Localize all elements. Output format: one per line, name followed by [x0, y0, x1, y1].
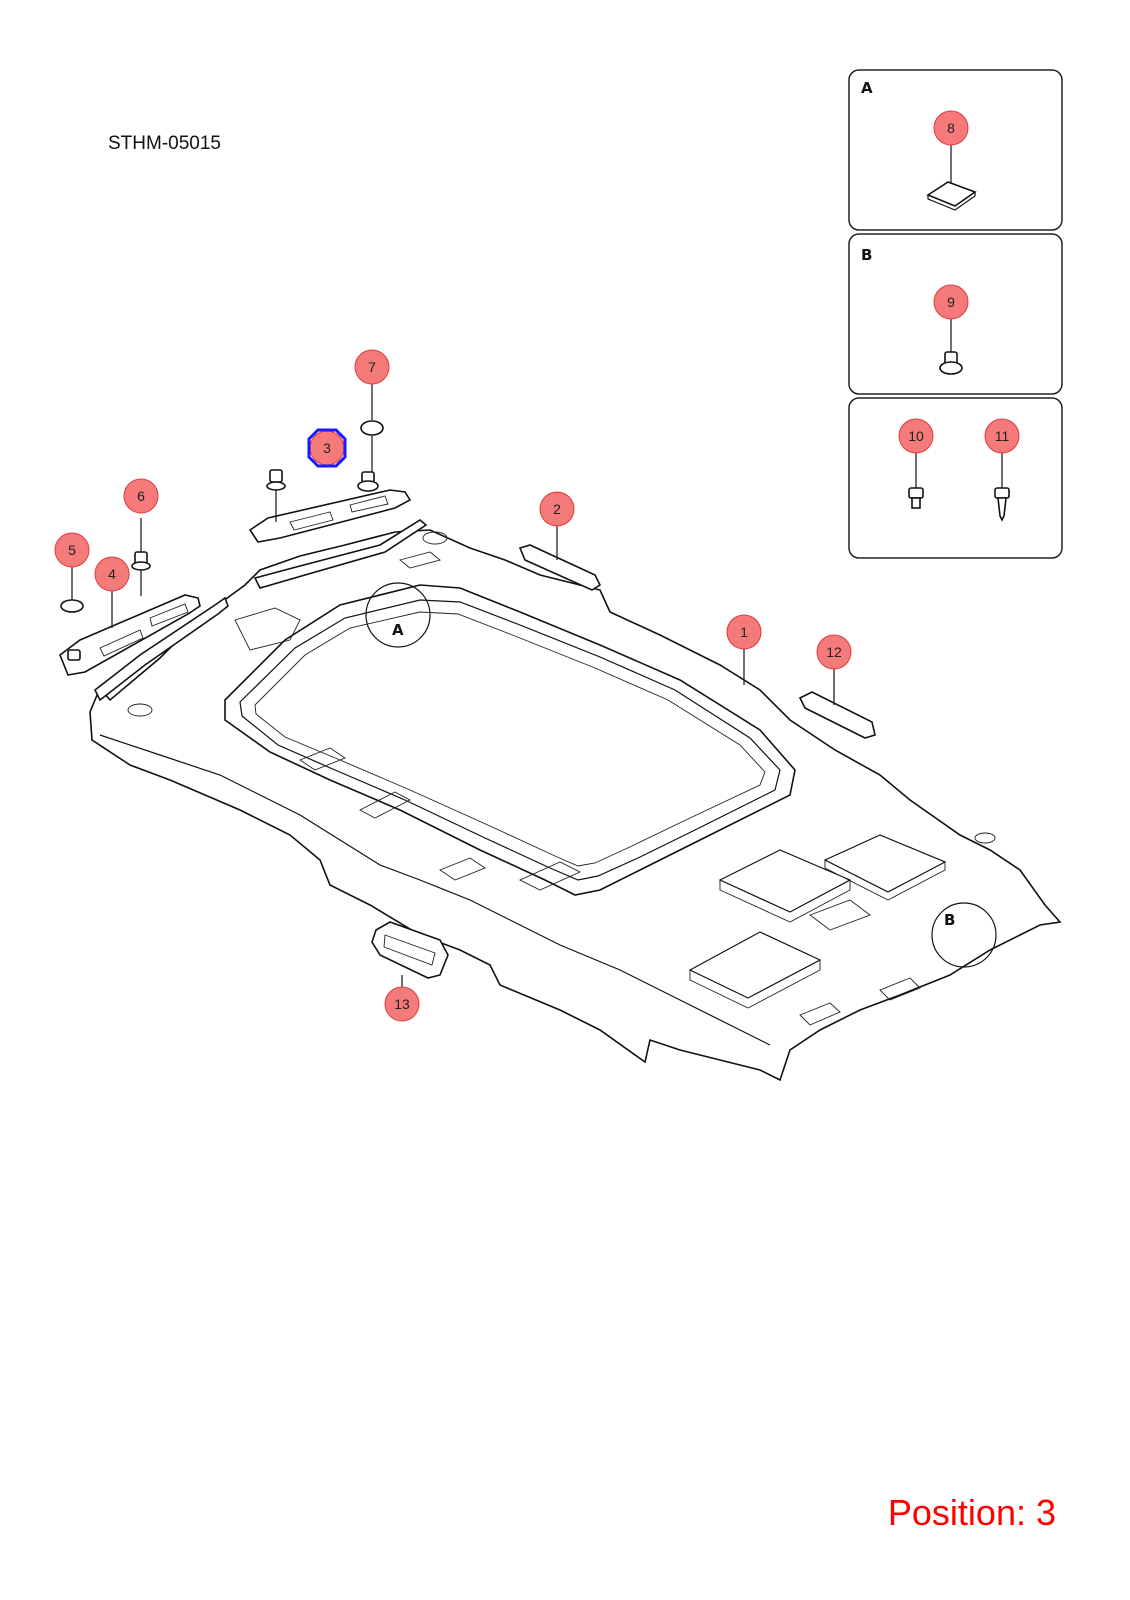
side-trim-left: [93, 596, 229, 702]
callout-9[interactable]: 9: [933, 284, 969, 320]
dome-lamp-part-13: [371, 921, 449, 990]
svg-text:11: 11: [995, 428, 1010, 444]
callout-12[interactable]: 12: [816, 634, 852, 670]
detail-panel-a: A: [848, 69, 1063, 231]
sun-visor-part-4: [59, 594, 201, 676]
visor-mount-screw-left: [266, 469, 286, 522]
svg-text:7: 7: [368, 359, 376, 375]
document-code: STHM-05015: [108, 133, 221, 154]
callout-8[interactable]: 8: [933, 110, 969, 146]
svg-text:2: 2: [553, 501, 561, 517]
svg-text:6: 6: [137, 488, 145, 504]
visor-clip-part-5: [60, 567, 84, 661]
detail-marker-a: A: [365, 582, 431, 648]
svg-text:9: 9: [947, 294, 955, 310]
push-clip-part-9: [939, 351, 963, 375]
selected-callout-highlight: [307, 428, 347, 468]
roof-headliner-part-1: [89, 529, 1062, 1082]
visor-clip-part-7: [357, 381, 384, 492]
visor-clip-part-6: [131, 518, 151, 596]
detail-panel-fasteners: [848, 397, 1063, 559]
svg-text:13: 13: [394, 996, 410, 1012]
callout-4[interactable]: 4: [94, 556, 130, 592]
clip-pad-part-8: [926, 181, 977, 211]
svg-text:10: 10: [908, 428, 924, 444]
callout-2[interactable]: 2: [539, 491, 575, 527]
svg-text:12: 12: [826, 644, 842, 660]
bolt-part-10: [908, 487, 924, 509]
callout-1[interactable]: 1: [726, 614, 762, 650]
callout-10[interactable]: 10: [898, 418, 934, 454]
detail-marker-b: B: [931, 902, 997, 968]
callout-7[interactable]: 7: [354, 349, 390, 385]
position-label: Position: 3: [887, 1492, 1056, 1533]
screw-part-11: [994, 487, 1010, 522]
callout-6[interactable]: 6: [123, 478, 159, 514]
detail-marker-a-letter: A: [392, 621, 404, 639]
svg-text:4: 4: [108, 566, 116, 582]
svg-text:3: 3: [323, 440, 331, 456]
callout-3[interactable]: 3: [309, 430, 345, 466]
callout-11[interactable]: 11: [984, 418, 1020, 454]
assist-grip-part-12: [798, 666, 876, 739]
detail-panel-a-letter: A: [861, 79, 873, 97]
detail-marker-b-letter: B: [944, 911, 955, 929]
assist-grip-part-2: [518, 525, 602, 591]
svg-text:5: 5: [68, 542, 76, 558]
detail-panel-b-letter: B: [861, 246, 872, 264]
callout-5[interactable]: 5: [54, 532, 90, 568]
svg-text:1: 1: [740, 624, 748, 640]
svg-text:8: 8: [947, 120, 955, 136]
callout-13[interactable]: 13: [384, 986, 420, 1022]
sun-visor-part-3: [248, 489, 412, 543]
side-trim-top: [253, 519, 428, 589]
